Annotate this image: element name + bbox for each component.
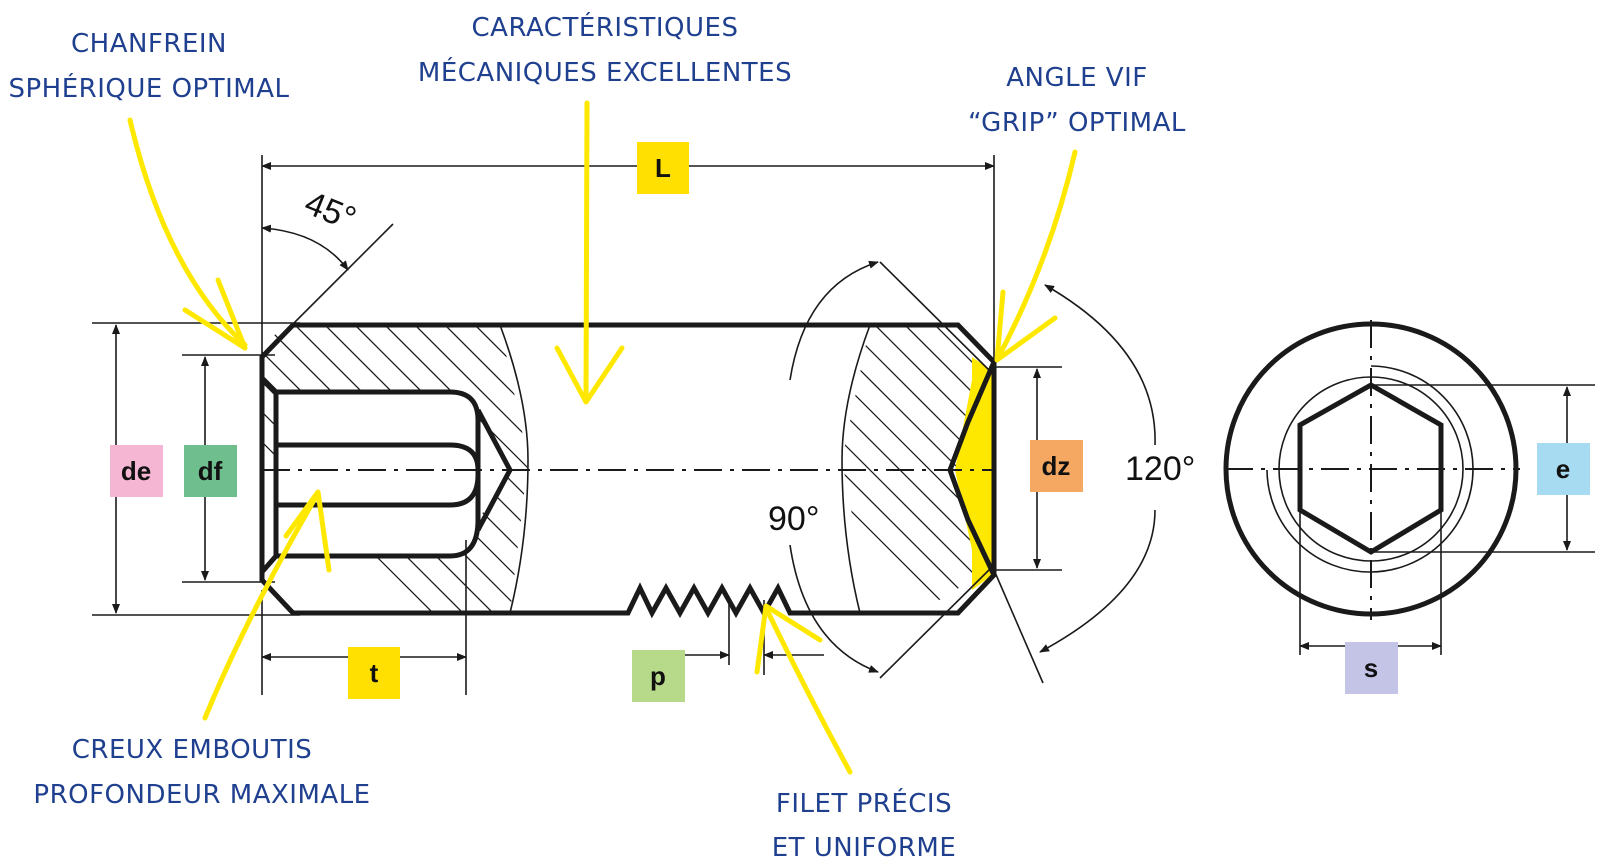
dimension-labels: L de df dz t p e s [110, 142, 1590, 702]
socket-note-line1: CREUX EMBOUTIS [72, 735, 313, 765]
dim-L-label: L [655, 153, 671, 183]
angle-note-line2: “GRIP” OPTIMAL [968, 108, 1186, 138]
dim-t-box [348, 647, 400, 699]
dim-e-box [1537, 443, 1590, 495]
annotations: CHANFREIN SPHÉRIQUE OPTIMAL CARACTÉRISTI… [9, 11, 1186, 863]
dim-dz-box [1030, 440, 1083, 492]
mech-note-line2: MÉCANIQUES EXCELLENTES [418, 56, 792, 88]
dim-dz-label: dz [1042, 451, 1071, 481]
dim-s-box [1345, 642, 1398, 694]
dimension-lines [92, 155, 1156, 695]
chamfer-note-line1: CHANFREIN [71, 29, 227, 59]
dim-t-label: t [370, 658, 379, 688]
chamfer-note-line2: SPHÉRIQUE OPTIMAL [9, 72, 290, 104]
angle-note-line1: ANGLE VIF [1006, 63, 1147, 93]
angle-90-label: 90° [768, 500, 819, 538]
angle-120-label: 120° [1125, 450, 1195, 488]
thread-note-line1: FILET PRÉCIS [776, 787, 952, 819]
dim-de-box [110, 445, 163, 497]
dim-p-box [632, 650, 685, 702]
angle-45-label: 45° [299, 184, 361, 238]
dim-de-label: de [121, 456, 151, 486]
dim-p-label: p [650, 661, 666, 691]
dim-e-label: e [1556, 454, 1570, 484]
callout-arrows [127, 100, 1078, 775]
thread-note-line2: ET UNIFORME [772, 833, 957, 863]
dim-s-label: s [1364, 653, 1378, 683]
side-view [259, 322, 997, 619]
mech-note-line1: CARACTÉRISTIQUES [472, 11, 739, 43]
tip-highlight [955, 357, 994, 590]
dim-df-box [184, 445, 237, 497]
dim-L-box [637, 142, 689, 194]
socket-note-line2: PROFONDEUR MAXIMALE [33, 780, 370, 810]
dim-df-label: df [198, 456, 223, 486]
